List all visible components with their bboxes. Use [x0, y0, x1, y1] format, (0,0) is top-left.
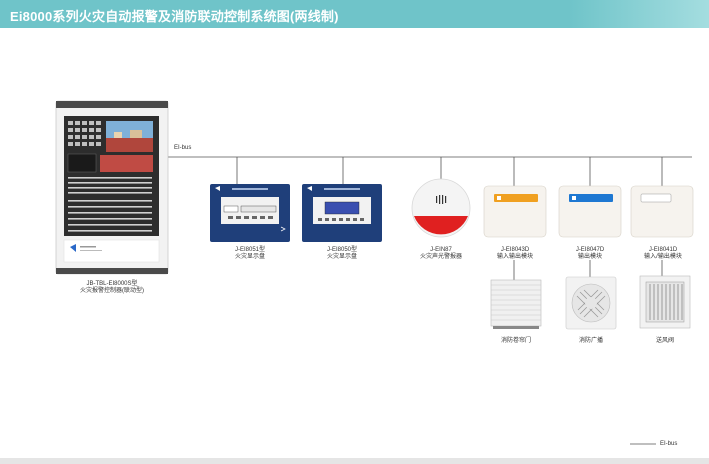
page-header: Ei8000系列火灾自动报警及消防联动控制系统图(两线制): [0, 0, 709, 28]
device-model: J-EI8043D: [500, 247, 530, 253]
device-label-8043d: J-EI8043D 输入输出模块: [477, 247, 553, 261]
sounder-strobe: [411, 178, 471, 238]
legend-label: EI-bus: [660, 441, 678, 447]
device-model: J-EIN87: [430, 247, 452, 253]
device-name: 输入/输出模块: [644, 254, 682, 260]
broadcast-speaker: [565, 276, 617, 330]
device-label-8047d: J-EI8047D 输出模块: [552, 247, 628, 261]
equipment-label-shutter: 消防卷帘门: [500, 338, 531, 344]
module-label-white: [640, 193, 672, 203]
controller-zone-indicators: [68, 177, 152, 232]
device-label-8051: J-EI8051型 火灾显示盘: [205, 247, 295, 261]
module-8043d: [483, 185, 547, 238]
module-label-orange: [494, 194, 538, 202]
page-title: Ei8000系列火灾自动报警及消防联动控制系统图(两线制): [10, 9, 339, 24]
device-name: 火灾显示盘: [234, 254, 265, 260]
roller-shutter: [490, 279, 542, 329]
device-name: 火灾显示盘: [326, 254, 357, 260]
header-fade: [569, 0, 709, 28]
brand-logo-icon: [215, 186, 220, 191]
equipment-label-speaker: 消防广播: [578, 338, 603, 344]
brand-logo-icon: [70, 244, 76, 252]
device-label-8041d: J-EI8041D 输入/输出模块: [625, 247, 701, 261]
air-supply-damper: [639, 275, 691, 329]
controller-label: JB-TBL-EI8000S型 火灾报警控制器(联动型): [50, 281, 174, 295]
controller-printer: [67, 153, 97, 173]
device-model: J-EI8050型: [326, 247, 357, 253]
arrow-icon: [280, 226, 286, 232]
lcd-screen: [324, 201, 360, 215]
device-label-in87: J-EIN87 火灾声光警报器: [401, 247, 481, 261]
controller-model: JB-TBL-EI8000S型: [86, 281, 138, 287]
device-model: J-EI8041D: [648, 247, 678, 253]
device-model: J-EI8051型: [234, 247, 265, 253]
device-model: J-EI8047D: [575, 247, 605, 253]
controller-keypad: [68, 121, 101, 146]
alarm-lens: [414, 216, 468, 235]
speaker-grille-icon: [436, 195, 447, 204]
module-8047d: [558, 185, 622, 238]
device-label-8050: J-EI8050型 火灾显示盘: [297, 247, 387, 261]
device-name: 输入输出模块: [496, 254, 533, 260]
bus-label: EI-bus: [174, 145, 192, 151]
display-panel-8050: [302, 184, 382, 242]
module-label-blue: [569, 194, 613, 202]
device-name: 输出模块: [577, 254, 602, 260]
brand-logo-icon: [307, 186, 312, 191]
controller-name: 火灾报警控制器(联动型): [80, 288, 144, 294]
equipment-label-damper: 送风阀: [655, 338, 674, 344]
controller-cabinet: [55, 100, 169, 275]
device-name: 火灾声光警报器: [419, 254, 462, 260]
bottom-strip: [0, 458, 709, 464]
display-panel-8051: [210, 184, 290, 242]
module-8041d: [630, 185, 694, 238]
